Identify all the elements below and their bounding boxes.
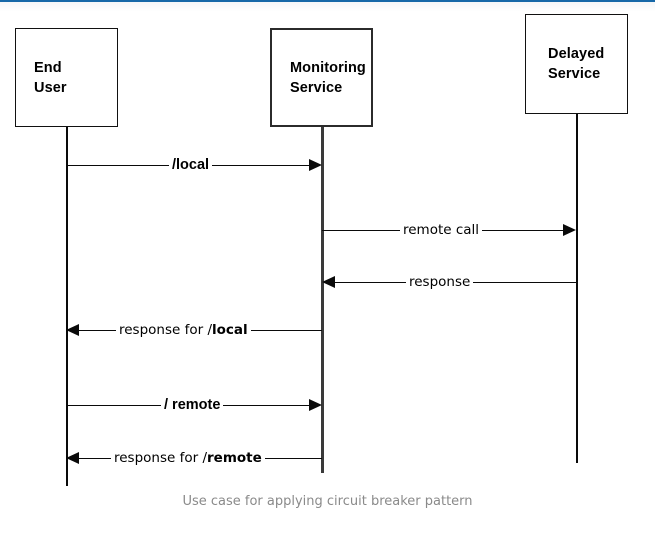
arrowhead-right-icon (563, 223, 576, 236)
participant-label-delayed-service-line2: Service (548, 66, 601, 82)
message-remote-call: remote call (322, 219, 576, 242)
lifeline-monitoring-service (321, 127, 324, 473)
message-remote-path-response: response for /remote (66, 447, 322, 470)
arrowhead-left-icon (66, 451, 79, 464)
participant-box-delayed-service: Delayed Service (525, 14, 628, 114)
arrowhead-left-icon (322, 275, 335, 288)
message-label-remote-call: remote call (400, 219, 483, 241)
top-accent-bar (0, 0, 655, 2)
message-remote-response: response (322, 271, 576, 294)
diagram-caption: Use case for applying circuit breaker pa… (182, 494, 473, 509)
message-label-local-request: /local (169, 154, 213, 176)
participant-box-end-user: End User (15, 28, 118, 127)
message-label-remote-path-response: response for /remote (111, 447, 265, 469)
message-label-prefix: response for / (114, 450, 208, 466)
message-label-emphasis: local (212, 322, 248, 338)
participant-label-end-user-line2: User (34, 79, 67, 96)
message-label-local-response: response for /local (116, 319, 251, 341)
message-remote-request: / remote (66, 394, 322, 417)
arrowhead-left-icon (66, 323, 79, 336)
message-label-remote-request: / remote (161, 394, 224, 416)
lifeline-end-user (66, 127, 68, 486)
top-gradient-strip (0, 2, 655, 12)
participant-box-monitoring-service: Monitoring Service (270, 28, 373, 127)
participant-label-end-user-line1: End (34, 59, 62, 76)
message-local-response: response for /local (66, 319, 322, 342)
participant-label-monitoring-service-line2: Service (290, 79, 343, 96)
message-label-emphasis: remote (207, 450, 262, 466)
participant-label-delayed-service-line1: Delayed (548, 46, 605, 62)
participant-label-monitoring-service-line1: Monitoring (290, 59, 366, 76)
lifeline-delayed-service (576, 114, 578, 463)
message-label-remote-response: response (406, 271, 474, 293)
message-local-request: /local (66, 154, 322, 177)
message-label-prefix: response for / (119, 322, 213, 338)
arrowhead-right-icon (309, 398, 322, 411)
arrowhead-right-icon (309, 158, 322, 171)
